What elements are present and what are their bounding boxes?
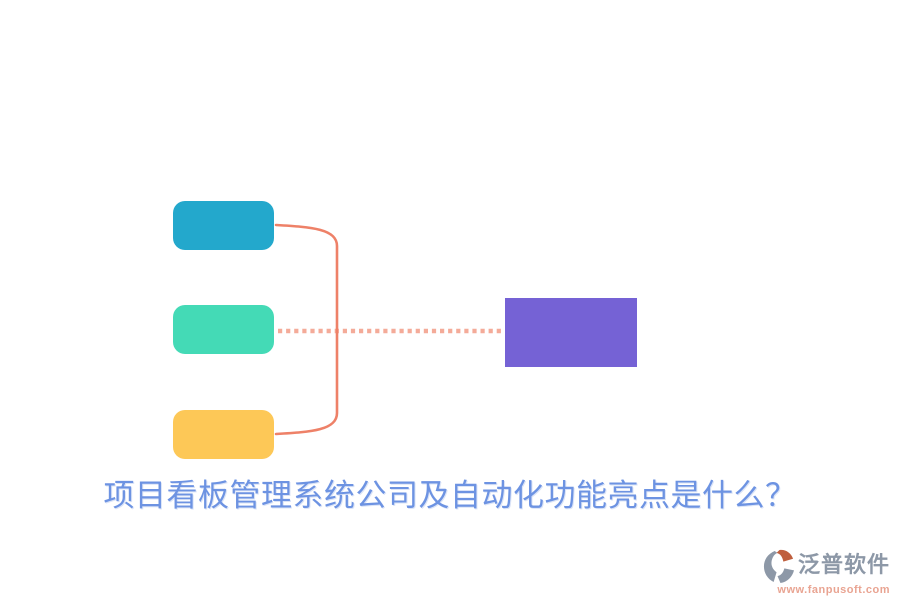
watermark-row: 泛普软件 xyxy=(762,547,890,584)
branch-node-2 xyxy=(173,305,274,354)
watermark-url: www.fanpusoft.com xyxy=(777,584,890,596)
fanpu-logo-icon xyxy=(763,549,795,583)
logo-segment-bottom xyxy=(777,568,795,583)
watermark: 泛普软件 www.fanpusoft.com xyxy=(762,547,890,596)
page-title: 项目看板管理系统公司及自动化功能亮点是什么？ xyxy=(103,478,797,513)
branch-node-3 xyxy=(173,410,274,459)
logo-segment-left xyxy=(763,550,778,582)
bracket-connector xyxy=(274,223,339,436)
root-node xyxy=(505,298,637,367)
branch-node-1 xyxy=(173,201,274,250)
watermark-brand: 泛普软件 xyxy=(797,552,890,578)
logo-segment-leaf xyxy=(776,549,794,562)
